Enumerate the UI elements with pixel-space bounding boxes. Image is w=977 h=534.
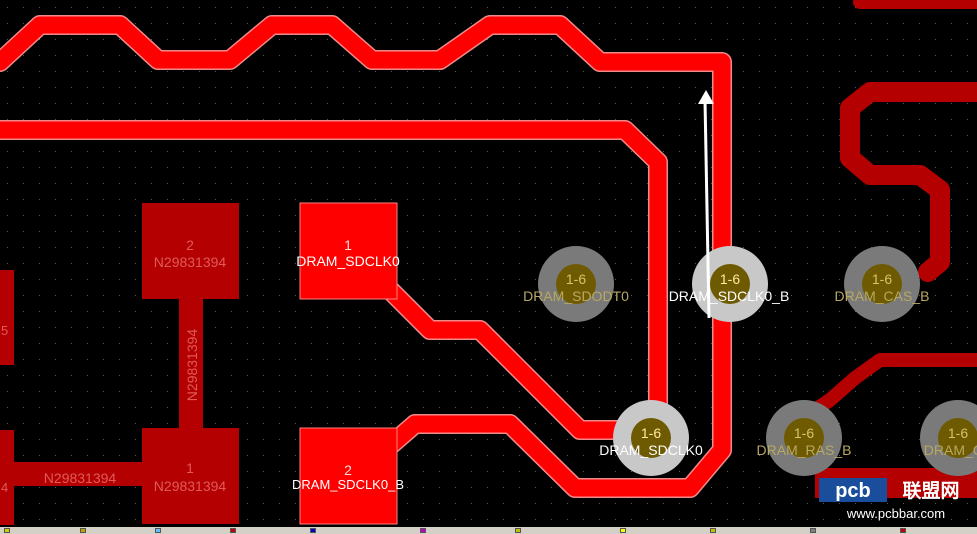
via-net-label: DRAM_SDCLK0 [599, 442, 703, 458]
layer-tab-bar[interactable] [0, 527, 977, 534]
via-span-label: 1-6 [720, 271, 740, 287]
watermark-brand-box [819, 478, 887, 502]
via-sdodt0[interactable] [538, 246, 614, 322]
via-net-label: DRAM_CS [924, 442, 977, 458]
layer-tab[interactable] [620, 528, 626, 534]
pad-dram-sdclk0-b [299, 427, 398, 525]
via-cas-b[interactable] [844, 246, 920, 322]
via-net-label: DRAM_CAS_B [835, 288, 930, 304]
pad-net-label: DRAM_SDCLK0_B [292, 477, 404, 492]
active-traces[interactable] [0, 15, 732, 498]
via-net-label: DRAM_SDCLK0_B [669, 288, 790, 304]
drag-arrow-icon [698, 90, 714, 104]
via-net-label: DRAM_SDODT0 [523, 288, 629, 304]
layer-tab[interactable] [310, 528, 316, 534]
trace-dram-sdclk0-b [0, 16, 731, 497]
layer-tab[interactable] [420, 528, 426, 534]
layer-tab[interactable] [515, 528, 521, 534]
layer-tab[interactable] [900, 528, 906, 534]
pad-n29831394-2 [142, 203, 239, 299]
trace-n29831394-horizontal [0, 462, 150, 486]
layer-tab[interactable] [810, 528, 816, 534]
layer-tab[interactable] [710, 528, 716, 534]
via-span-label: 1-6 [566, 271, 586, 287]
watermark-url: www.pcbbar.com [846, 506, 945, 521]
pad-number-label: 2 [344, 462, 352, 478]
trace-dim-right [840, 82, 977, 282]
pad-dram-sdclk0 [299, 202, 398, 300]
trace-n29831394-vertical [179, 290, 203, 440]
pad-net-label: DRAM_SDCLK0 [296, 253, 400, 269]
via-span-label: 1-6 [794, 425, 814, 441]
trace-dram-sdclk0-upper [0, 121, 667, 439]
via-sdclk0-b[interactable] [692, 246, 768, 322]
edge-pad-top [0, 270, 14, 365]
pad-n29831394-1 [142, 428, 239, 524]
via-span-label: 1-6 [948, 425, 968, 441]
layer-tab[interactable] [80, 528, 86, 534]
trace-dram-sdclk0 [366, 266, 659, 439]
watermark-cn: 联盟网 [902, 480, 959, 502]
active-pads[interactable] [299, 202, 398, 525]
dim-components[interactable] [0, 203, 239, 525]
drag-indicator-line [703, 99, 711, 319]
pad-net-label: N29831394 [154, 478, 227, 494]
pad-net-label: N29831394 [154, 254, 227, 270]
via-span-label: 1-6 [641, 425, 661, 441]
layer-tab[interactable] [155, 528, 161, 534]
watermark-brand: pcb [835, 480, 871, 502]
via-sdclk0[interactable] [613, 400, 689, 476]
pad-number-label: 1 [186, 460, 194, 476]
trace-net-label: N29831394 [184, 329, 200, 402]
edge-pad-label: 4 [1, 480, 8, 495]
layer-tab[interactable] [4, 528, 10, 534]
pad-number-label: 1 [344, 237, 352, 253]
via-net-label: DRAM_RAS_B [757, 442, 852, 458]
via-span-label: 1-6 [872, 271, 892, 287]
via-ras-b[interactable] [766, 400, 842, 476]
trace-net-label: N29831394 [44, 470, 117, 486]
watermark-logo: pcb 联盟网 www.pcbbar.com [819, 478, 960, 521]
layer-tab[interactable] [230, 528, 236, 534]
edge-pad-label: 5 [1, 323, 8, 338]
pad-number-label: 2 [186, 237, 194, 253]
via-cs[interactable] [920, 400, 977, 476]
